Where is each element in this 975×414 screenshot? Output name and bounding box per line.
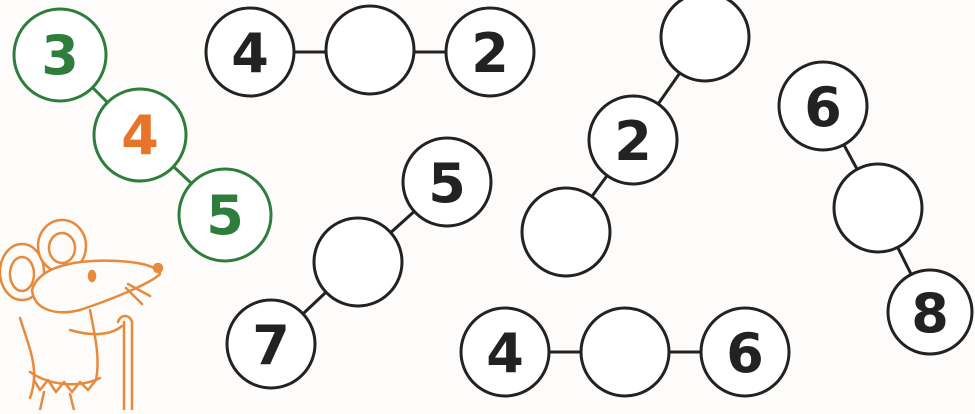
- puzzle-center-diagonal: 5 7: [227, 138, 491, 388]
- puzzle-upper-right-diagonal: 2: [522, 0, 749, 276]
- example-number-last: 5: [206, 184, 244, 247]
- number-right: 6: [726, 322, 764, 385]
- blank-answer-circle[interactable]: [661, 0, 749, 81]
- puzzle-right-diagonal: 6 8: [779, 62, 972, 354]
- number-bottom: 7: [252, 314, 290, 377]
- blank-answer-circle[interactable]: [834, 164, 922, 252]
- number-left: 4: [486, 322, 524, 385]
- number-right: 2: [471, 22, 509, 85]
- puzzle-top-horizontal: 4 2: [206, 6, 534, 96]
- number-left: 4: [231, 22, 269, 85]
- number-bottom: 8: [911, 282, 949, 345]
- blank-answer-circle[interactable]: [314, 218, 402, 306]
- number-top: 5: [428, 152, 466, 215]
- mouse-with-cane-icon: [0, 220, 162, 410]
- blank-answer-circle[interactable]: [522, 188, 610, 276]
- blank-answer-circle[interactable]: [581, 308, 669, 396]
- number-top: 6: [804, 76, 842, 139]
- blank-answer-circle[interactable]: [326, 6, 414, 94]
- example-number-first: 3: [41, 24, 79, 87]
- example-number-middle: 4: [121, 104, 159, 167]
- puzzle-bottom-horizontal: 4 6: [461, 308, 789, 396]
- number-middle: 2: [614, 110, 652, 173]
